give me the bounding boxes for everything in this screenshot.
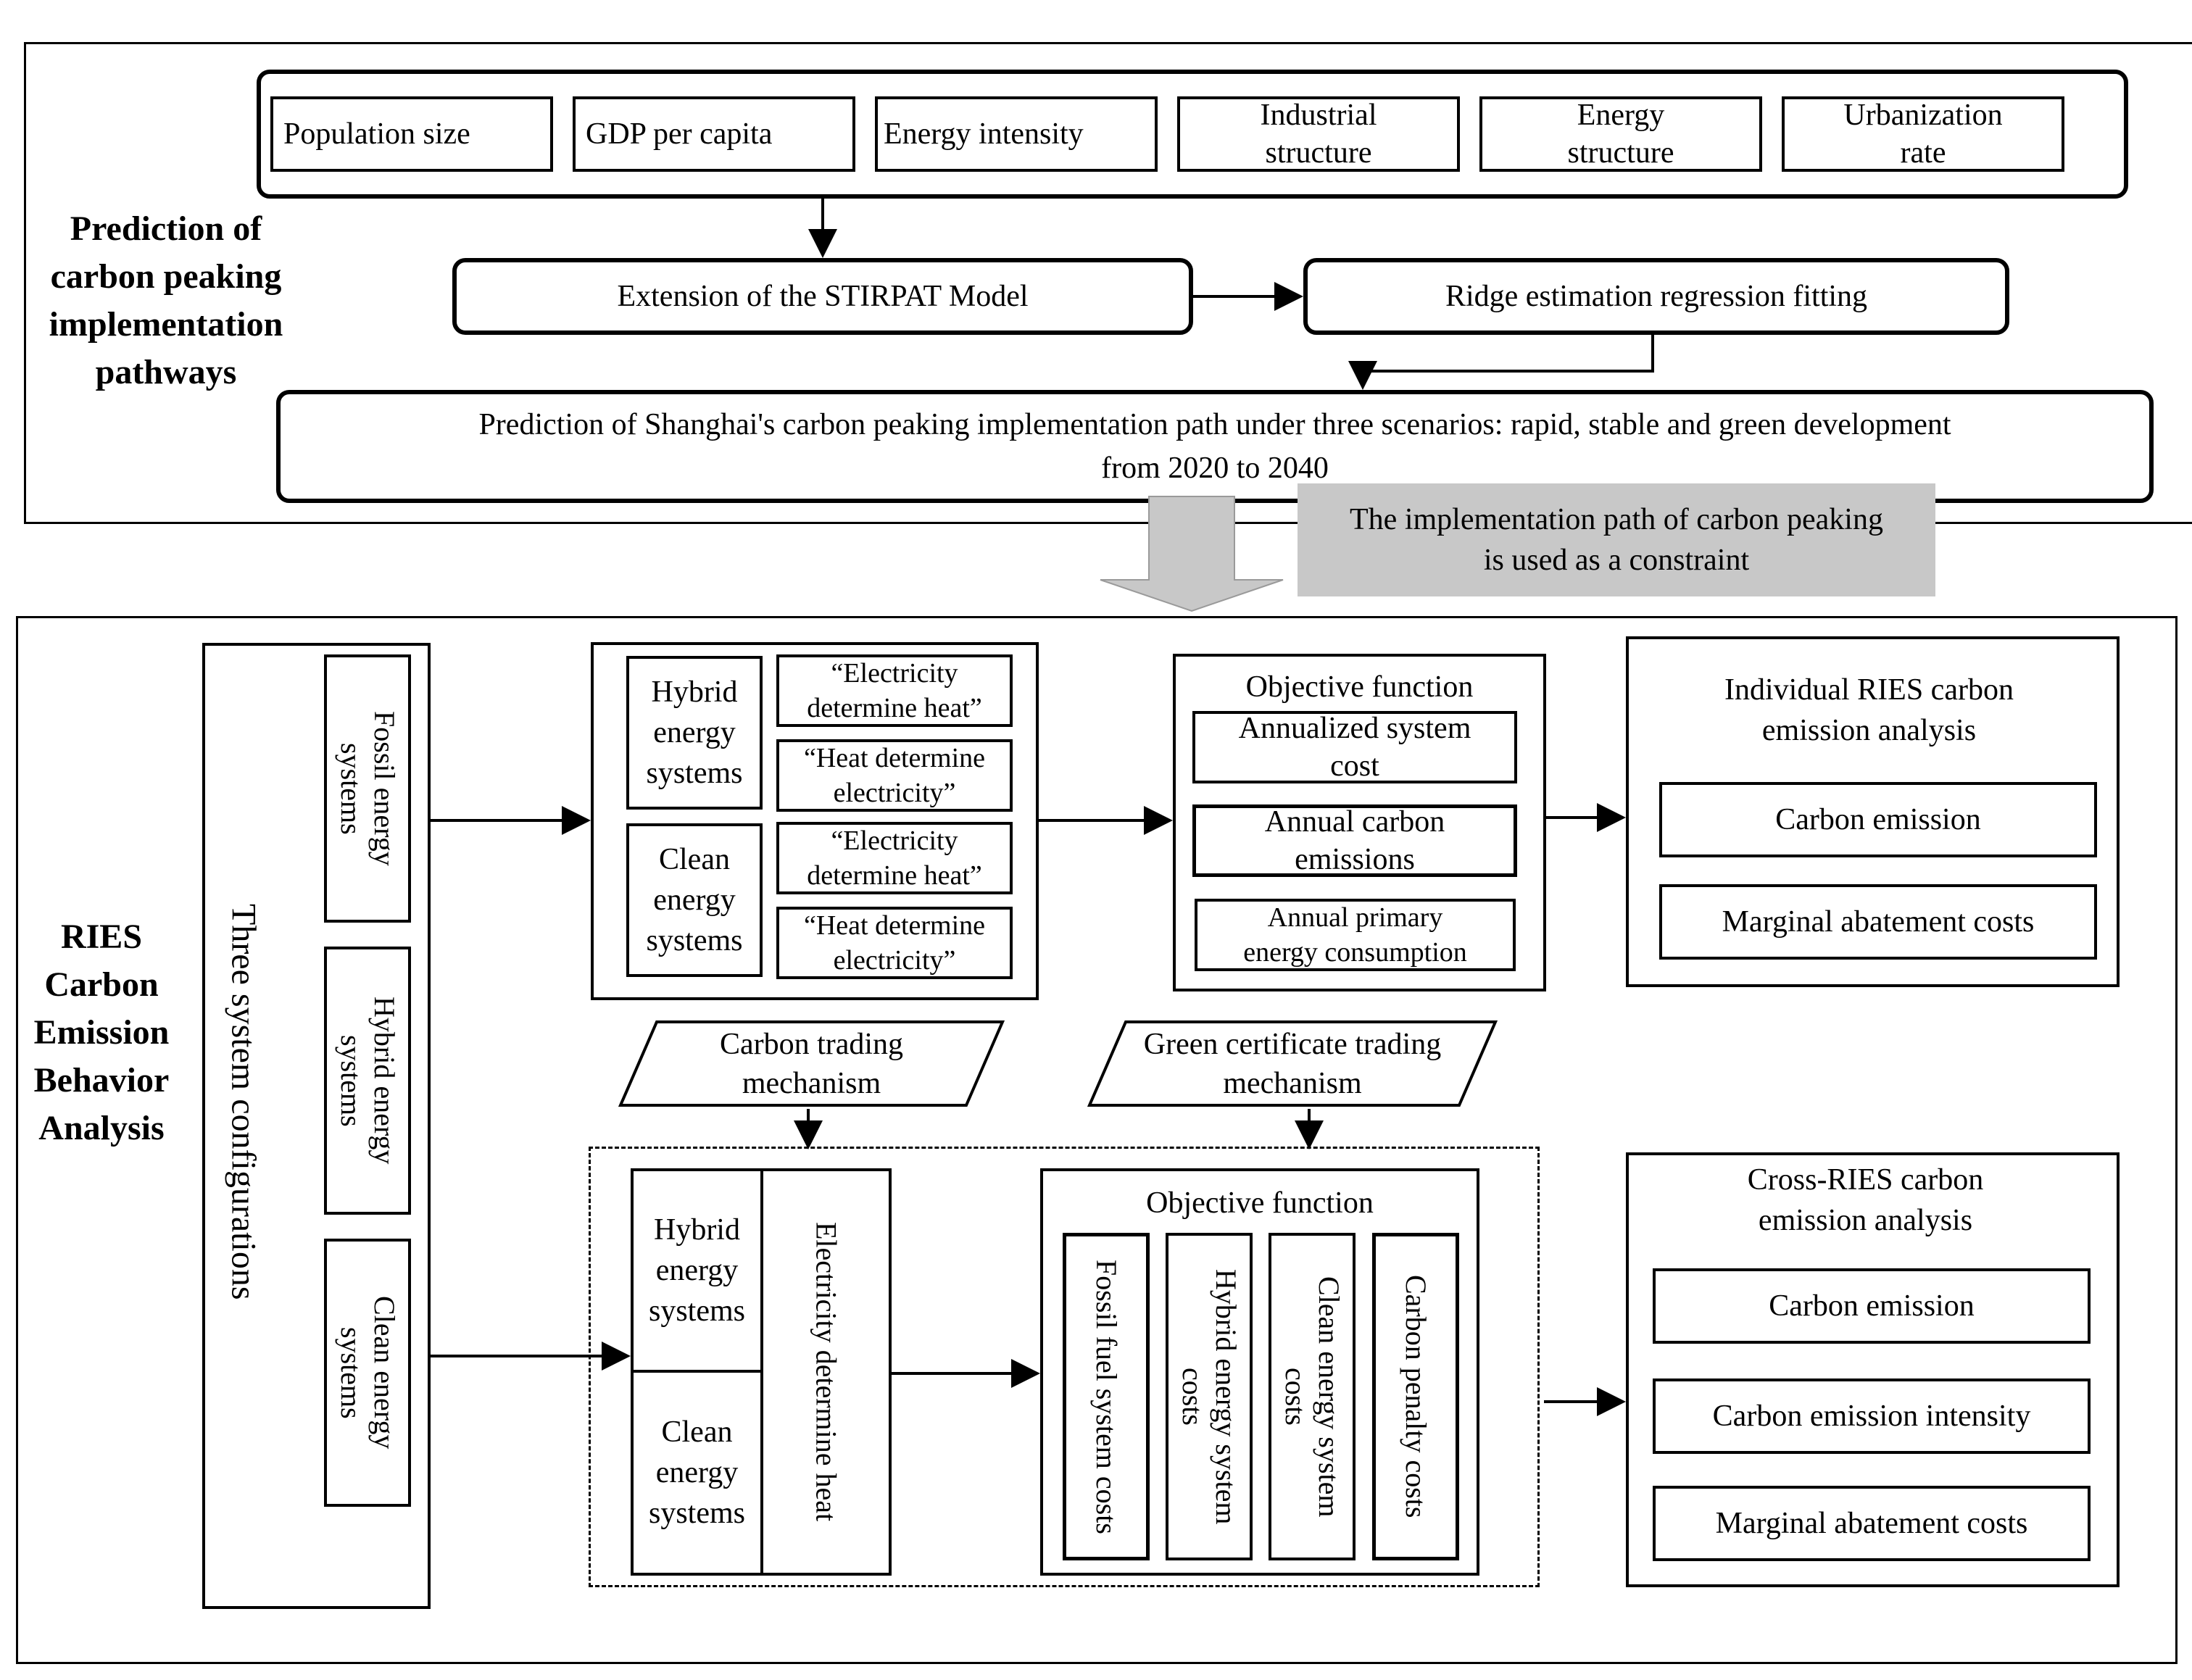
constraint-label: The implementation path of carbon peakin…	[1298, 483, 1935, 596]
cross-carbon-emission-intensity: Carbon emission intensity	[1653, 1378, 2091, 1454]
hybrid-energy-systems: Hybrid energy systems	[324, 947, 411, 1215]
upper-hybrid-energy-systems: Hybrid energy systems	[626, 656, 763, 810]
factor-energy-structure: Energy structure	[1479, 96, 1762, 172]
clean-energy-systems: Clean energy systems	[324, 1239, 411, 1507]
upper-objective-title: Objective function	[1245, 670, 1474, 704]
mode-electricity-determine-heat-2: “Electricity determine heat”	[776, 822, 1013, 894]
upper-clean-energy-systems: Clean energy systems	[626, 823, 763, 977]
arrow-ridge-to-prediction	[1348, 335, 1654, 390]
lower-electricity-determine-heat: Electricity determine heat	[810, 1222, 843, 1522]
lower-systems-vertical-divider	[760, 1168, 763, 1576]
carbon-trading-parallelogram	[618, 1020, 1005, 1107]
lower-systems-horizontal-divider	[631, 1370, 762, 1373]
individual-marginal-abatement-costs: Marginal abatement costs	[1659, 884, 2097, 960]
cost-clean-energy-system: Clean energy system costs	[1269, 1233, 1356, 1560]
factor-population-size: Population size	[270, 96, 553, 172]
top-section-frame	[24, 42, 2192, 524]
shanghai-prediction-box: Prediction of Shanghai's carbon peaking …	[276, 390, 2154, 503]
bottom-section-frame	[16, 616, 2178, 1664]
objective-annual-carbon-emissions: Annual carbon emissions	[1192, 804, 1517, 877]
lower-hybrid-energy-systems: Hybrid energy systems	[648, 1213, 745, 1328]
cross-carbon-emission: Carbon emission	[1653, 1268, 2091, 1344]
carbon-trading-mechanism-label: Carbon trading mechanism	[719, 1028, 904, 1100]
lower-objective-title: Objective function	[1146, 1186, 1374, 1220]
individual-analysis-title: Individual RIES carbon emission analysis	[1724, 673, 2014, 747]
mode-heat-determine-electricity-1: “Heat determine electricity”	[776, 739, 1013, 812]
ridge-regression-box: Ridge estimation regression fitting	[1303, 258, 2009, 335]
stirpat-model-box: Extension of the STIRPAT Model	[452, 258, 1193, 335]
factor-energy-intensity: Energy intensity	[875, 96, 1158, 172]
big-down-arrow	[1100, 496, 1284, 612]
cross-marginal-abatement-costs: Marginal abatement costs	[1653, 1486, 2091, 1561]
objective-annualized-system-cost: Annualized system cost	[1192, 711, 1517, 783]
three-configurations-label: Three system configurations	[224, 903, 263, 1300]
fossil-energy-systems: Fossil energy systems	[324, 654, 411, 923]
green-certificate-mechanism-label: Green certificate trading mechanism	[1143, 1028, 1442, 1100]
individual-carbon-emission: Carbon emission	[1659, 782, 2097, 857]
mode-heat-determine-electricity-2: “Heat determine electricity”	[776, 907, 1013, 979]
factor-gdp-per-capita: GDP per capita	[573, 96, 855, 172]
cost-carbon-penalty: Carbon penalty costs	[1372, 1233, 1459, 1560]
factor-industrial-structure: Industrial structure	[1177, 96, 1460, 172]
top-section-title: Prediction of carbon peaking implementat…	[49, 209, 283, 391]
cross-analysis-title: Cross-RIES carbon emission analysis	[1747, 1163, 1984, 1237]
objective-annual-primary-energy: Annual primary energy consumption	[1195, 899, 1516, 971]
green-certificate-parallelogram	[1087, 1020, 1498, 1107]
bottom-section-title: RIES Carbon Emission Behavior Analysis	[33, 918, 170, 1147]
market-mechanism-dashed-container	[589, 1147, 1540, 1587]
factor-urbanization-rate: Urbanization rate	[1782, 96, 2064, 172]
cost-fossil-fuel-system: Fossil fuel system costs	[1063, 1233, 1150, 1560]
cost-hybrid-energy-system: Hybrid energy system costs	[1166, 1233, 1253, 1560]
lower-clean-energy-systems: Clean energy systems	[648, 1415, 745, 1530]
mode-electricity-determine-heat-1: “Electricity determine heat”	[776, 654, 1013, 727]
